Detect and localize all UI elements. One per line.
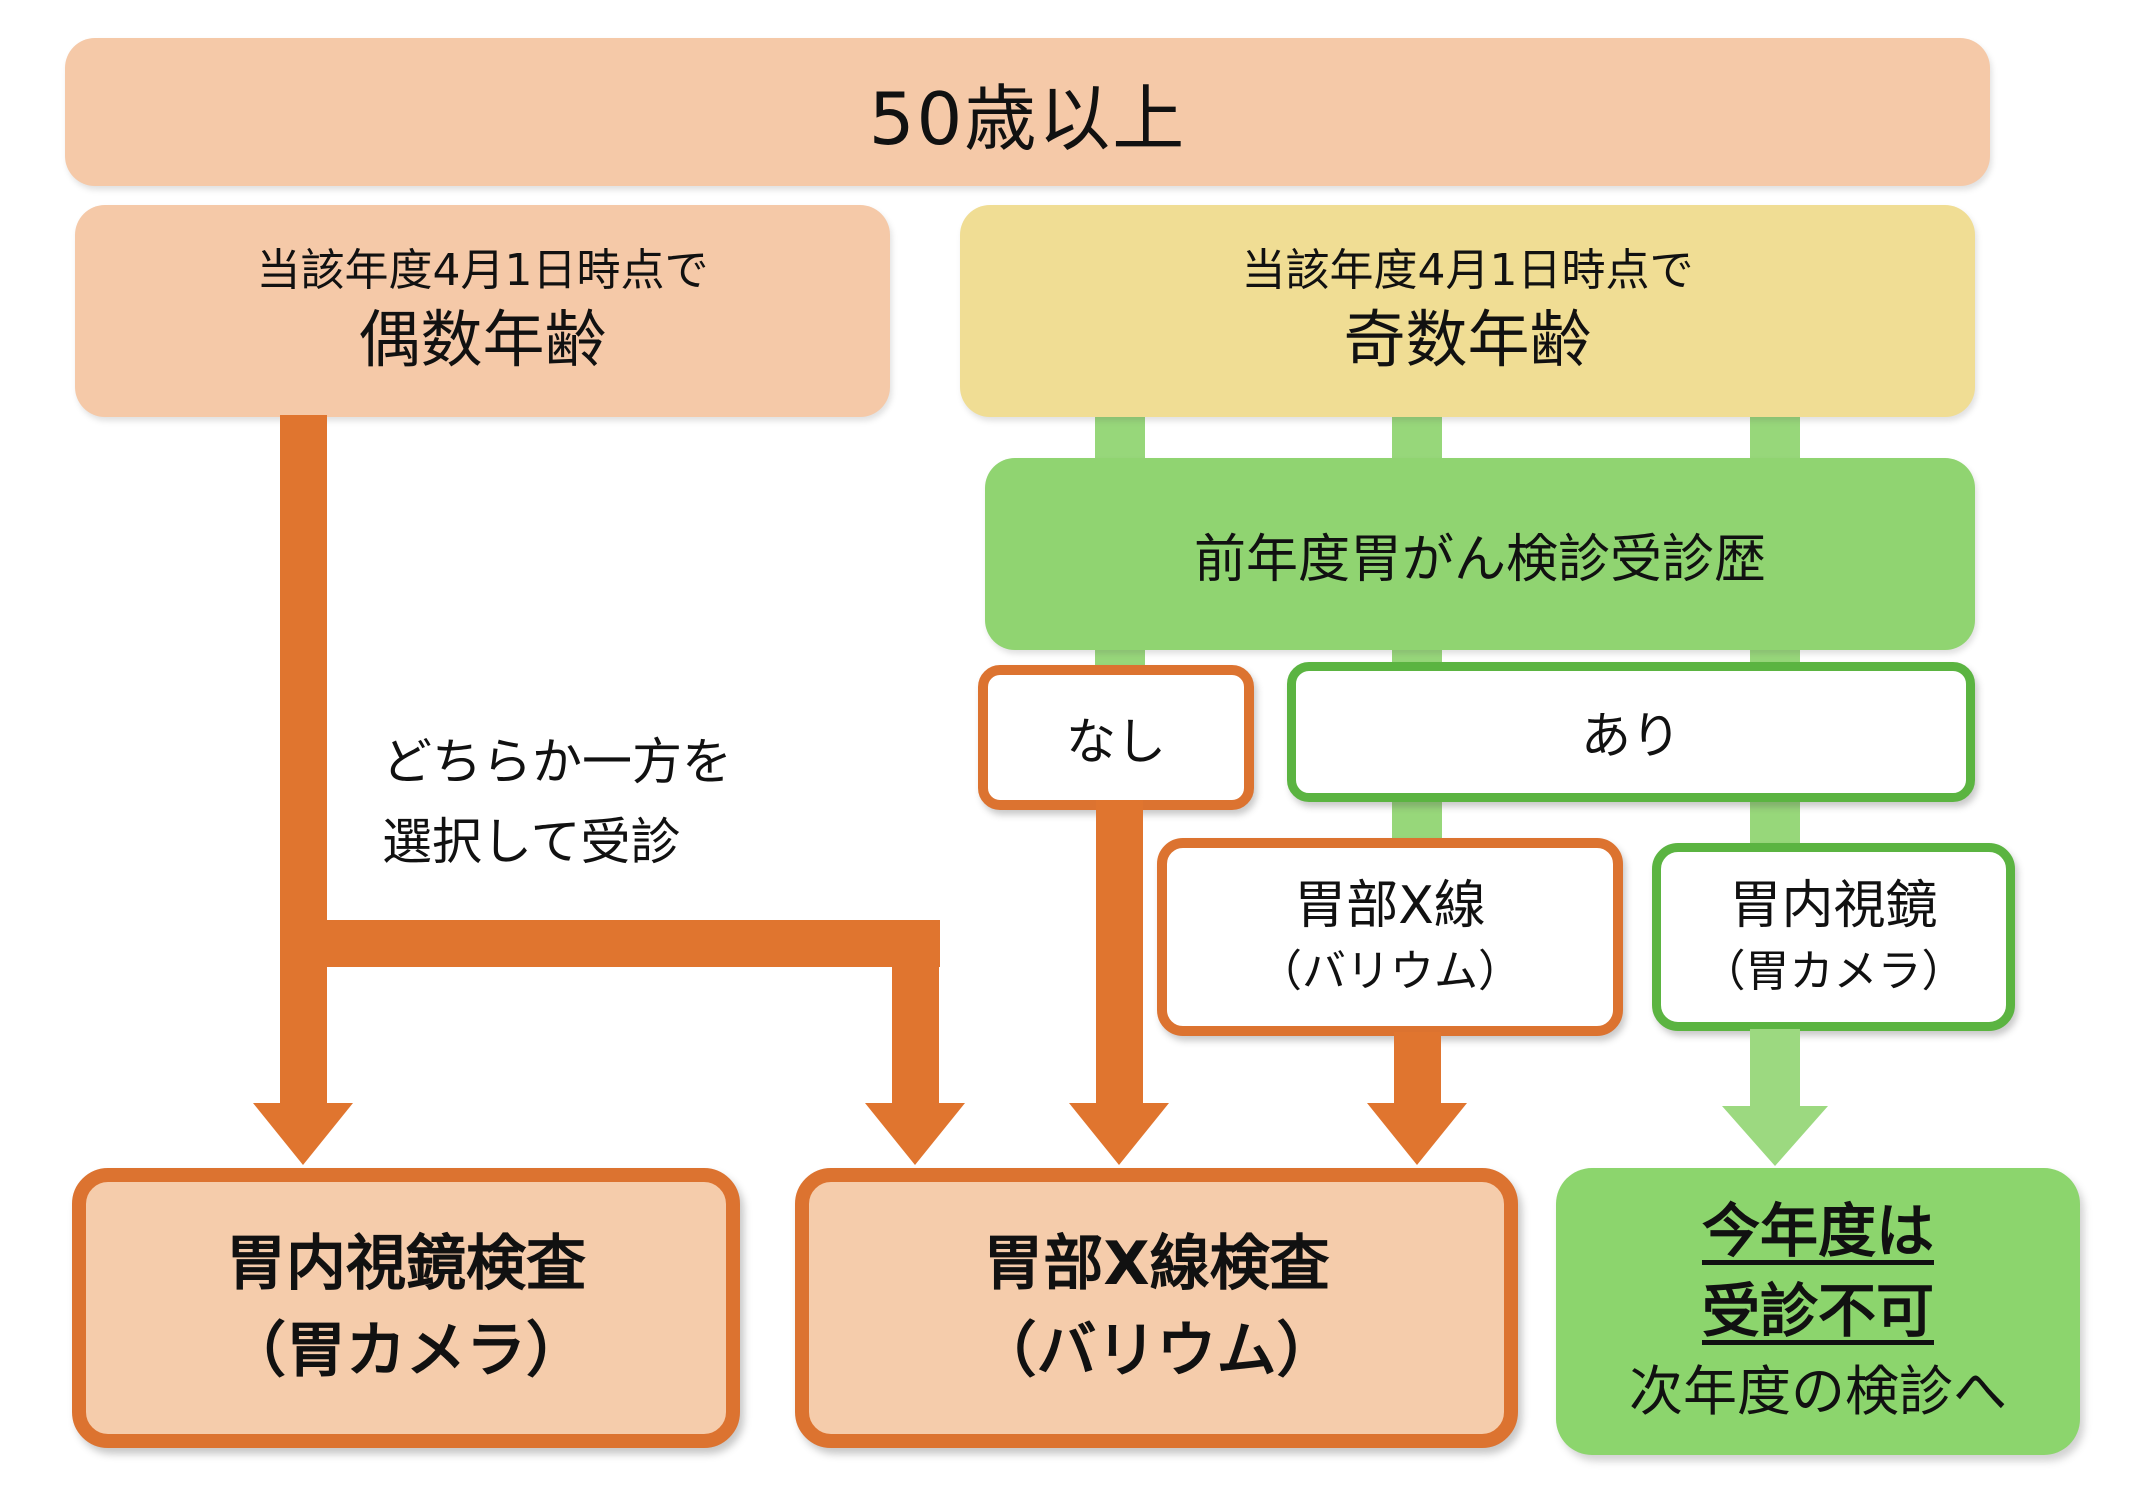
prev-xray-line1: 胃部X線 [1294, 876, 1486, 937]
prev-endoscopy-box: 胃内視鏡 （胃カメラ） [1652, 843, 2015, 1031]
connector-odd-to-history-mid [1392, 410, 1442, 465]
connector-odd-to-history-right [1750, 410, 1800, 465]
arrow-prevendoscopy-head [1722, 1106, 1828, 1166]
arrow-prevendoscopy-shaft [1750, 1029, 1800, 1114]
odd-age-box: 当該年度4月1日時点で 奇数年齢 [960, 205, 1975, 417]
xray-exam-line1: 胃部X線検査 [983, 1229, 1330, 1299]
prev-xray-line2: （バリウム） [1258, 946, 1522, 998]
history-none-label: なし [1066, 712, 1166, 771]
endoscopy-exam-line1: 胃内視鏡検査 [226, 1229, 586, 1299]
odd-age-line2: 奇数年齢 [1343, 303, 1592, 377]
connector-odd-to-history-left [1095, 410, 1145, 465]
no-screening-line2: 受診不可 [1701, 1277, 1934, 1345]
arrow-branch-horizontal [280, 920, 940, 967]
arrow-none-to-xray-head [1069, 1103, 1169, 1165]
endoscopy-exam-box: 胃内視鏡検査 （胃カメラ） [72, 1168, 740, 1448]
no-screening-box: 今年度は 受診不可 次年度の検診へ [1556, 1168, 2080, 1455]
choice-note: どちらか一方を 選択して受診 [382, 722, 732, 882]
even-age-line1: 当該年度4月1日時点で [256, 245, 709, 296]
prev-endoscopy-line2: （胃カメラ） [1701, 946, 1966, 998]
prev-xray-box: 胃部X線 （バリウム） [1157, 838, 1623, 1036]
odd-age-line1: 当該年度4月1日時点で [1241, 245, 1694, 296]
arrow-even-to-endoscopy-shaft [280, 415, 327, 1115]
history-yes-box: あり [1287, 662, 1975, 802]
arrow-branch-to-xray-head [865, 1103, 965, 1165]
no-screening-line3: 次年度の検診へ [1629, 1360, 2007, 1424]
arrow-even-to-endoscopy-head [253, 1103, 353, 1165]
prev-endoscopy-line1: 胃内視鏡 [1729, 876, 1938, 937]
endoscopy-exam-line2: （胃カメラ） [226, 1316, 586, 1386]
screening-history-label: 前年度胃がん検診受診歴 [1193, 529, 1766, 590]
even-age-line2: 偶数年齢 [358, 303, 607, 377]
history-none-box: なし [978, 665, 1254, 810]
screening-history-box: 前年度胃がん検診受診歴 [985, 458, 1975, 650]
xray-exam-box: 胃部X線検査 （バリウム） [795, 1168, 1518, 1448]
arrow-none-to-xray-shaft [1096, 800, 1143, 1115]
xray-exam-line2: （バリウム） [976, 1316, 1337, 1386]
arrow-branch-to-xray-shaft [892, 920, 939, 1115]
arrow-prevxray-to-xray-head [1367, 1103, 1467, 1165]
no-screening-line1: 今年度は [1701, 1196, 1934, 1265]
age-banner-label: 50歳以上 [868, 76, 1187, 161]
age-banner: 50歳以上 [65, 38, 1990, 186]
choice-note-line1: どちらか一方を [382, 733, 732, 791]
history-yes-label: あり [1581, 707, 1681, 765]
even-age-box: 当該年度4月1日時点で 偶数年齢 [75, 205, 890, 417]
choice-note-line2: 選択して受診 [382, 813, 681, 871]
arrow-prevxray-to-xray-shaft [1394, 1032, 1441, 1115]
